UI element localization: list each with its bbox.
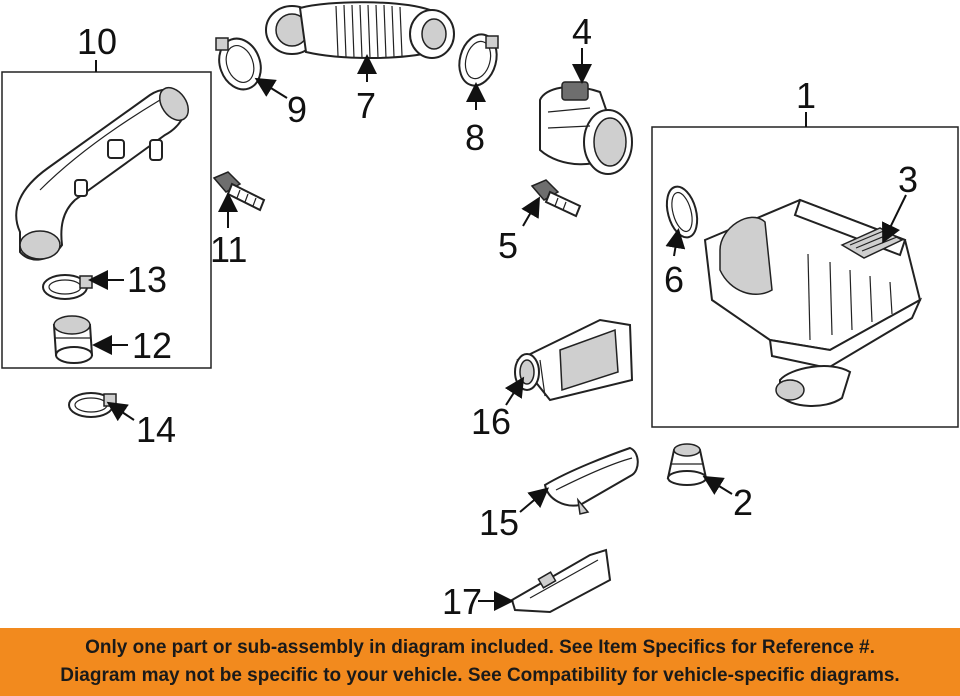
grommet-part bbox=[666, 443, 708, 486]
parts-diagram: 1 2 3 4 5 6 7 8 9 10 11 12 13 14 15 16 1… bbox=[1, 1, 959, 622]
hose-clamp-14-part bbox=[68, 392, 117, 418]
duct-cover-part bbox=[543, 446, 639, 515]
callout-11: 11 bbox=[210, 229, 247, 270]
mass-air-flow-sensor-part bbox=[539, 81, 633, 175]
callout-7: 7 bbox=[356, 85, 376, 126]
callout-10: 10 bbox=[77, 21, 117, 62]
lower-duct-part bbox=[510, 548, 612, 614]
callout-12: 12 bbox=[132, 325, 172, 366]
hose-clamp-8-part bbox=[458, 33, 499, 87]
disclaimer-line-2: Diagram may not be specific to your vehi… bbox=[60, 665, 900, 686]
callout-13: 13 bbox=[127, 259, 167, 300]
coupler-12-part bbox=[52, 315, 94, 364]
bolt-5-part bbox=[530, 179, 582, 218]
bolt-11-part bbox=[212, 171, 266, 212]
callout-8: 8 bbox=[465, 117, 485, 158]
intake-tube-part bbox=[15, 86, 190, 261]
callout-6: 6 bbox=[664, 259, 684, 300]
air-inlet-duct-part bbox=[514, 318, 634, 402]
callout-2: 2 bbox=[733, 482, 753, 523]
hose-clamp-13-part bbox=[42, 274, 93, 300]
callout-16: 16 bbox=[471, 401, 511, 442]
disclaimer-line-1: Only one part or sub-assembly in diagram… bbox=[85, 637, 875, 658]
callout-3: 3 bbox=[898, 159, 918, 200]
callout-15: 15 bbox=[479, 502, 519, 543]
group-box-10 bbox=[1, 71, 212, 369]
callout-1: 1 bbox=[796, 75, 816, 116]
callout-5: 5 bbox=[498, 225, 518, 266]
disclaimer-banner: Only one part or sub-assembly in diagram… bbox=[0, 628, 960, 696]
callout-14: 14 bbox=[136, 409, 176, 450]
callout-9: 9 bbox=[287, 89, 307, 130]
callout-4: 4 bbox=[572, 11, 592, 52]
hose-clamp-9-part bbox=[215, 37, 262, 91]
gasket-ring-part bbox=[665, 185, 699, 239]
corrugated-hose-part bbox=[265, 1, 455, 59]
callout-17: 17 bbox=[442, 581, 482, 622]
